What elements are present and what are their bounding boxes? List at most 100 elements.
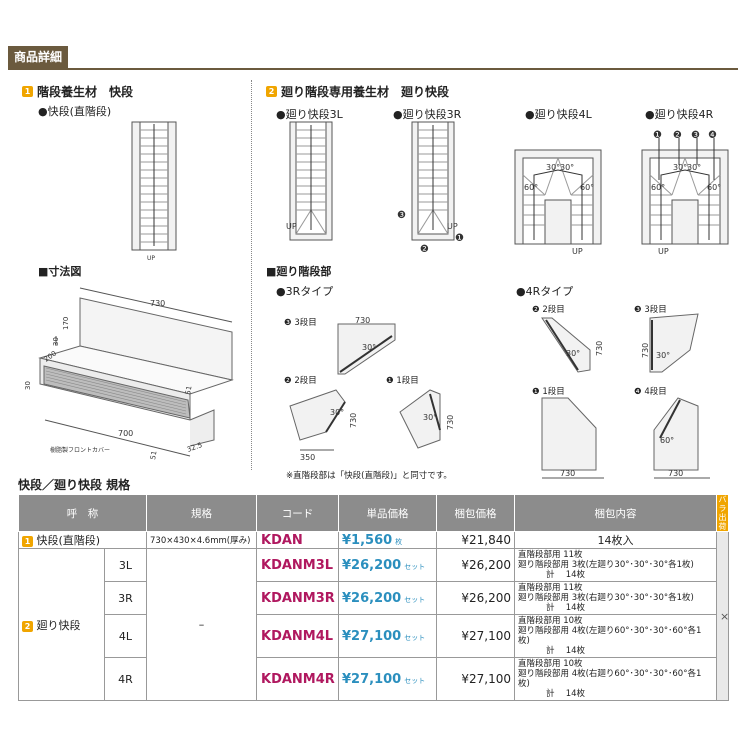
row-price: ¥27,100 <box>342 628 402 644</box>
angle-3r-b: 30° <box>330 408 344 417</box>
row-content: 直階段部用 11枚廻り階段部用 3枚(左廻り30°･30°･30°各1枚)計 1… <box>514 548 717 582</box>
section1-title: 1 階段養生材 快段 <box>22 83 133 100</box>
row-content-line3: 計 14枚 <box>546 689 586 699</box>
dim-3r-730-b: 730 <box>349 413 358 428</box>
row-code: KDANM4R <box>256 657 339 701</box>
angle-4l-d: 60° <box>580 183 594 192</box>
angle-4r-c: 60° <box>651 183 665 192</box>
front-cover-label: 樹脂製フロントカバー <box>50 446 110 454</box>
group-number-badge: 2 <box>22 620 33 632</box>
group-name: 廻り快段 <box>36 618 81 632</box>
dim-3r-730-a: 730 <box>355 316 370 325</box>
dim-51-a: 51 <box>184 385 193 395</box>
header-code: コード <box>256 494 339 532</box>
stair-4r-up: UP <box>658 247 669 256</box>
type-4r-label: ●4Rタイプ <box>516 285 574 298</box>
bara-cell: × <box>716 531 729 701</box>
header-bara: バラ出荷 <box>716 494 729 532</box>
angle-4r-piece-4: 60° <box>660 436 674 445</box>
row-type: 4L <box>104 614 147 658</box>
row-content-line3: 計 14枚 <box>546 603 586 613</box>
dim-30-top: 30 <box>52 337 60 346</box>
row-content: 直階段部用 10枚廻り階段部用 4枚(左廻り60°･30°･30°･60°各1枚… <box>514 614 717 658</box>
marker-4r-4: ❹ <box>708 130 717 141</box>
section1-number-badge: 1 <box>22 86 33 97</box>
row-unit: セット <box>404 562 426 571</box>
section-divider <box>251 80 252 470</box>
row-price: ¥27,100 <box>342 671 402 687</box>
section2-title: 2 廻り階段専用養生材 廻り快段 <box>266 83 449 100</box>
row-content-line2: 廻り階段部用 3枚(左廻り30°･30°･30°各1枚) <box>518 560 694 570</box>
row-content-line1: 直階段部用 11枚 <box>518 583 583 593</box>
dimension-drawing <box>38 287 234 457</box>
step3-label-4r: ❸ 3段目 <box>634 305 667 315</box>
step3-label-3r: ❸ 3段目 <box>284 318 317 328</box>
row-code: KDANM3R <box>256 581 339 615</box>
angle-3r-c: 30° <box>423 413 437 422</box>
dim-700: 700 <box>118 429 133 438</box>
table-header-row: 呼 称 規格 コード 単品価格 梱包価格 梱包内容 バラ出荷 <box>18 494 729 532</box>
dim-51-b: 51 <box>149 450 158 460</box>
group-spec: – <box>146 548 257 701</box>
row1-name: 快段(直階段) <box>36 534 101 547</box>
row-code: KDANM3L <box>256 548 339 582</box>
row-content: 直階段部用 11枚廻り階段部用 3枚(右廻り30°･30°･30°各1枚)計 1… <box>514 581 717 615</box>
row-pack: ¥26,200 <box>436 548 515 582</box>
row-content-line2: 廻り階段部用 4枚(右廻り60°･30°･30°･60°各1枚) <box>518 669 702 689</box>
row-code: KDANM4L <box>256 614 339 658</box>
section-header: 商品詳細 <box>8 46 738 70</box>
marker-4r-3: ❸ <box>691 130 700 141</box>
stair-3r-diagram <box>411 121 455 241</box>
dim-4r-730-b: 730 <box>641 343 650 358</box>
row1-name-cell: 1 快段(直階段) <box>18 531 147 549</box>
row-price: ¥26,200 <box>342 557 402 573</box>
stair-3r-up: UP <box>447 222 458 231</box>
row1-code: KDAN <box>256 531 339 549</box>
step1-label-3r: ❶ 1段目 <box>386 376 419 386</box>
step4-label-4r: ❹ 4段目 <box>634 387 667 397</box>
row-content-line1: 直階段部用 10枚 <box>518 616 583 626</box>
row-content-line1: 直階段部用 11枚 <box>518 550 583 560</box>
item-4r-label: ●廻り快段4R <box>645 108 714 121</box>
step2-label-3r: ❷ 2段目 <box>284 376 317 386</box>
angle-4l-c: 60° <box>524 183 538 192</box>
dim-4r-730-c: 730 <box>560 469 575 478</box>
row-pack: ¥27,100 <box>436 614 515 658</box>
marker-3: ❸ <box>397 210 406 221</box>
marker-1: ❶ <box>455 233 464 244</box>
row-content-line1: 直階段部用 10枚 <box>518 659 583 669</box>
marker-4r-2: ❷ <box>673 130 682 141</box>
stair-4l-up: UP <box>572 247 583 256</box>
marker-4r-1: ❶ <box>653 130 662 141</box>
mawari-title: ■廻り階段部 <box>266 265 332 278</box>
angle-4r-b: 30° <box>687 163 701 172</box>
straight-note: ※直階段部は「快段(直階段)」と同寸です。 <box>286 471 452 481</box>
dim-3r-350: 350 <box>300 453 315 462</box>
section2-title-text: 廻り階段専用養生材 廻り快段 <box>281 85 450 99</box>
item-3r-label: ●廻り快段3R <box>393 108 462 121</box>
angle-4l-a: 30° <box>546 163 560 172</box>
row-content-line3: 計 14枚 <box>546 646 586 656</box>
marker-2: ❷ <box>420 244 429 255</box>
row-unit: セット <box>404 676 426 685</box>
row-type: 3L <box>104 548 147 582</box>
table-title: 快段／廻り快段 規格 <box>18 478 131 492</box>
stair-3l-diagram <box>289 121 333 241</box>
section1-title-text: 階段養生材 快段 <box>37 85 134 99</box>
row-content-line2: 廻り階段部用 3枚(右廻り30°･30°･30°各1枚) <box>518 593 694 603</box>
item-4l-label: ●廻り快段4L <box>525 108 592 121</box>
angle-4r-piece-3: 30° <box>656 351 670 360</box>
angle-3r-a: 30° <box>362 343 376 352</box>
dim-730-top: 730 <box>150 299 165 308</box>
row1-unit: 枚 <box>395 537 403 546</box>
header-unit-price: 単品価格 <box>338 494 437 532</box>
stair-4r-diagram <box>641 138 729 245</box>
